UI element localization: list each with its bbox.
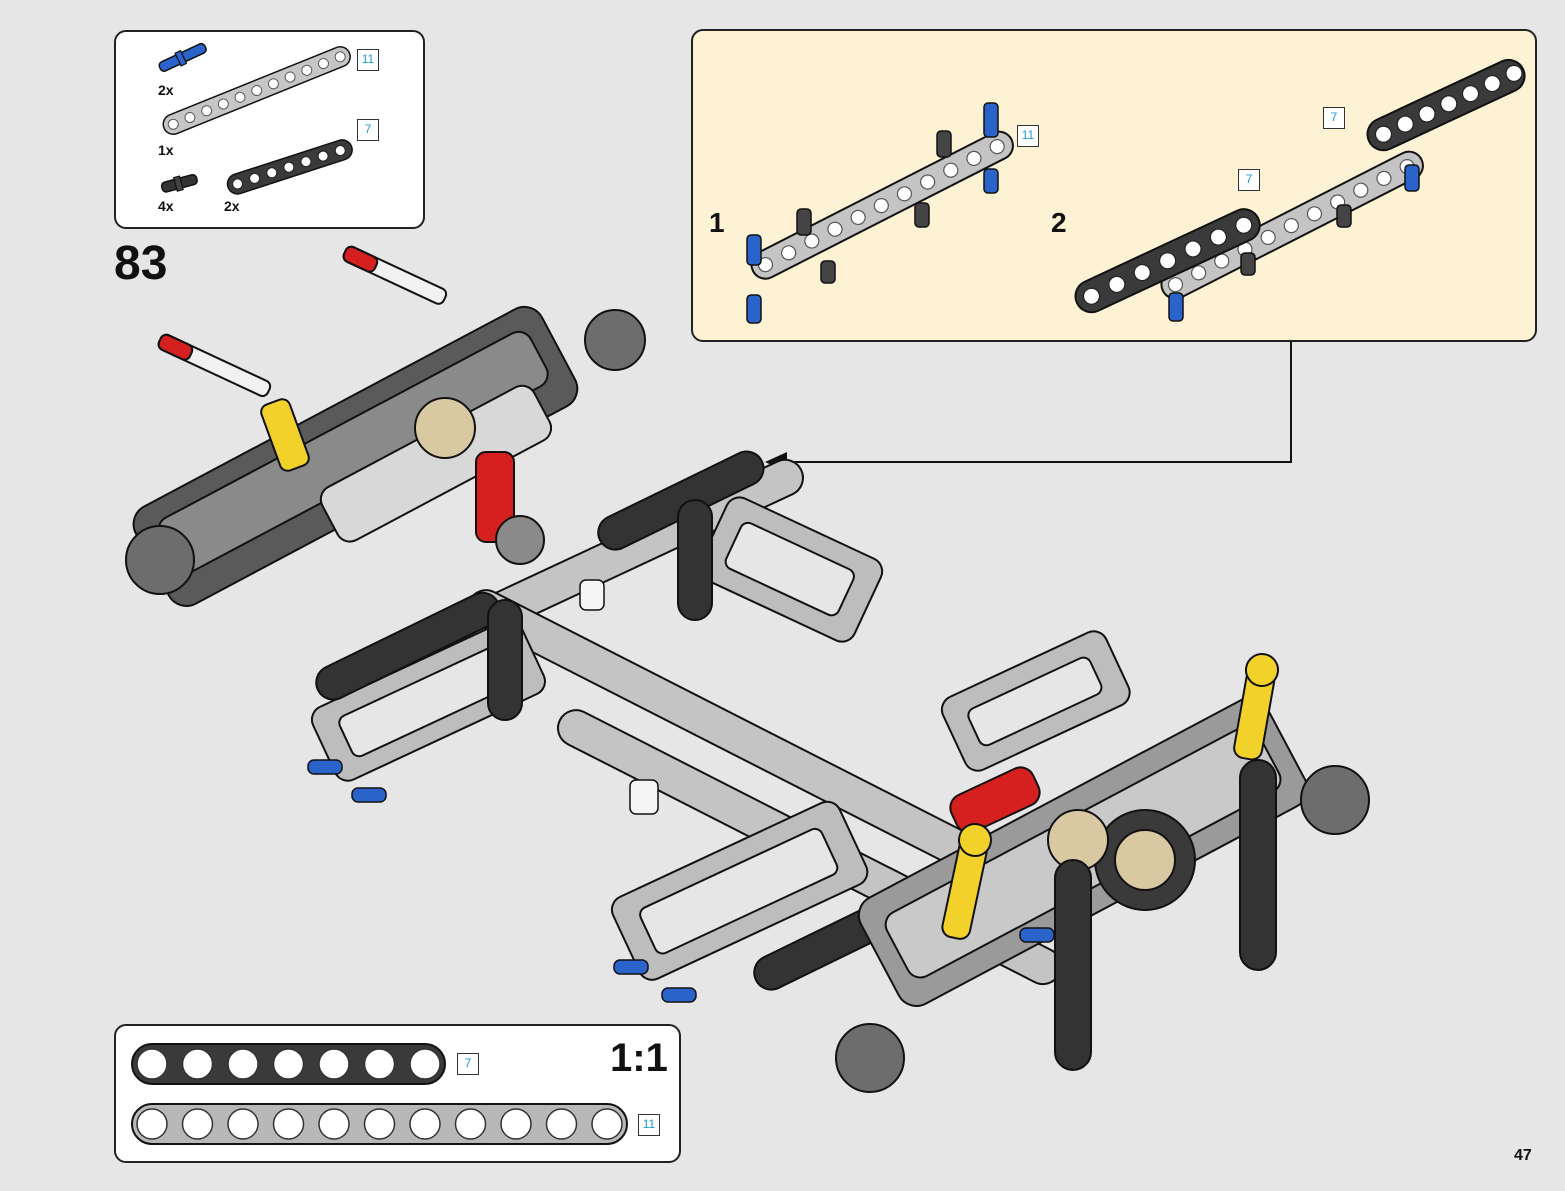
scale-beam-hole — [181, 1048, 214, 1080]
substep-2-gray-beam — [1160, 150, 1424, 300]
qty-dark-gray-beam: 2x — [224, 198, 240, 214]
dark-gray-beam-part — [226, 139, 353, 195]
scale-beam-hole — [227, 1048, 259, 1080]
callout-panel: 1 11 2 7 7 — [691, 29, 1537, 342]
scale-guide-panel: 7 11 1:1 — [114, 1024, 681, 1163]
scale-beam-7-length-badge: 7 — [457, 1053, 479, 1075]
substep-2-black-beam-left — [1074, 208, 1261, 314]
parts-list-panel: 2x 11 1x 7 4x 2x — [114, 30, 425, 229]
qty-blue-pin: 2x — [158, 82, 174, 98]
scale-beam-hole — [272, 1048, 305, 1080]
scale-beam-hole — [318, 1048, 350, 1080]
blue-pin-part — [158, 42, 207, 72]
scale-beam-hole — [227, 1108, 259, 1140]
length-badge-11: 11 — [357, 49, 379, 71]
substep-2-black-beam-right — [1366, 58, 1526, 152]
light-gray-beam-part — [162, 46, 351, 136]
substep-2-black-pins — [1240, 204, 1352, 276]
scale-beam-hole — [272, 1108, 305, 1140]
frame-blue-pins — [307, 759, 1055, 1003]
substep-1-beam — [750, 130, 1014, 280]
black-pin-part — [160, 174, 198, 193]
substep-1-number: 1 — [709, 207, 725, 238]
front-axle-module — [125, 245, 646, 607]
callout-arrow-line — [785, 342, 1292, 463]
scale-beam-hole — [409, 1108, 441, 1140]
scale-beam-hole — [500, 1108, 532, 1140]
rear-axle-module — [835, 653, 1370, 1093]
scale-beam-hole — [181, 1108, 214, 1140]
qty-black-pin: 4x — [158, 198, 174, 214]
substep-1-black-pins — [796, 130, 952, 284]
page-number: 47 — [1514, 1147, 1532, 1164]
scale-guide-illustration — [131, 1043, 628, 1145]
frame-white-bushes — [579, 579, 659, 815]
scale-ratio-label: 1:1 — [610, 1036, 668, 1080]
substep-1-blue-pins — [746, 102, 999, 324]
scale-beam-hole — [136, 1108, 168, 1140]
step-number: 83 — [114, 237, 168, 290]
substep-2-number: 2 — [1051, 207, 1067, 238]
scale-beam-hole — [454, 1108, 487, 1140]
substep-2-length-badge-a: 7 — [1238, 169, 1260, 191]
scale-beam-hole — [363, 1108, 396, 1140]
substep-2-blue-pins — [1168, 164, 1420, 322]
substep-2-length-badge-b: 7 — [1323, 107, 1345, 129]
scale-beam-hole — [318, 1108, 350, 1140]
scale-beam-11-length-badge: 11 — [638, 1114, 660, 1136]
scale-beam-hole — [409, 1048, 441, 1080]
qty-light-gray-beam: 1x — [158, 142, 174, 158]
scale-beam-hole — [136, 1048, 168, 1080]
scale-beam-hole — [545, 1108, 578, 1140]
parts-list-illustration — [158, 42, 353, 195]
length-badge-7: 7 — [357, 119, 379, 141]
callout-illustration — [746, 58, 1526, 324]
scale-beam-hole — [591, 1108, 623, 1140]
chassis-frame — [310, 450, 1131, 991]
substep-1-length-badge: 11 — [1017, 125, 1039, 147]
callout-arrow-head — [765, 452, 787, 472]
scale-beam-hole — [363, 1048, 396, 1080]
